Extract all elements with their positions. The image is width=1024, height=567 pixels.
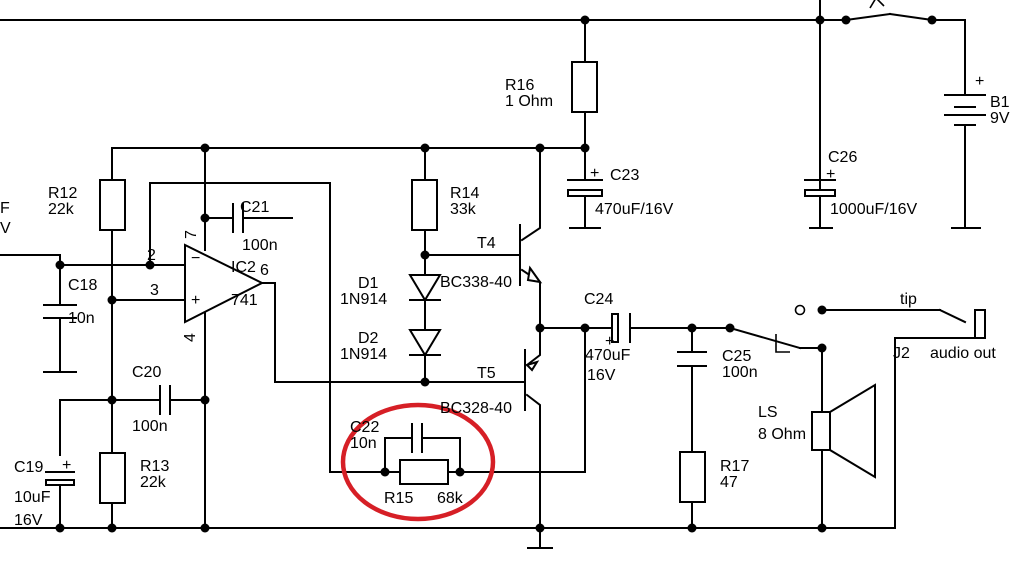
c24-capacitor: [611, 313, 631, 343]
r14-value: 33k: [450, 201, 477, 218]
r15-value: 68k: [437, 490, 464, 507]
c18-capacitor: [43, 304, 77, 319]
c23-name: C23: [610, 167, 639, 184]
c22-value: 10n: [350, 435, 377, 452]
r16-resistor: [571, 61, 598, 113]
t4-name: T4: [477, 235, 496, 252]
t4-type: BC338-40: [440, 274, 512, 291]
ic2-opamp: [184, 243, 265, 324]
d1-diode: [408, 274, 442, 302]
ic2-type: 741: [231, 292, 258, 309]
t5-emitter-arrow: [525, 360, 540, 372]
b1-plus: +: [975, 73, 984, 90]
t5-name: T5: [477, 365, 496, 382]
d2-type: 1N914: [340, 346, 387, 363]
c24-plus: +: [605, 333, 614, 350]
r15-resistor: [399, 459, 449, 485]
pin-6: 6: [260, 262, 269, 279]
jack-tip-label: tip: [900, 291, 917, 308]
highlight-circle: [340, 402, 496, 522]
c18-name: C18: [68, 277, 97, 294]
r17-name: R17: [720, 458, 749, 475]
d1-type: 1N914: [340, 291, 387, 308]
c24-value: 470uF: [585, 347, 631, 364]
t5-type: BC328-40: [440, 400, 512, 417]
c22-name: C22: [350, 419, 379, 436]
r12-name: R12: [48, 185, 77, 202]
ic2-name: IC2: [231, 259, 256, 276]
pin-3: 3: [150, 282, 159, 299]
c25-value: 100n: [722, 364, 758, 381]
ls-name: LS: [758, 404, 778, 421]
r16-name: R16: [505, 77, 534, 94]
c26-capacitor: [804, 179, 836, 197]
cut-label-2: V: [0, 220, 11, 237]
c22-capacitor: [411, 423, 423, 453]
components: [43, 0, 986, 549]
c25-name: C25: [722, 348, 751, 365]
c20-name: C20: [132, 364, 161, 381]
b1-name: B1: [990, 94, 1010, 111]
r17-value: 47: [720, 474, 738, 491]
c21-value: 100n: [242, 237, 278, 254]
c26-plus: +: [826, 166, 835, 183]
c19-plus: +: [62, 457, 71, 474]
c18-value: 10n: [68, 310, 95, 327]
opamp-plus: +: [191, 292, 200, 309]
audio-out-label: audio out: [930, 345, 996, 362]
r12-resistor: [99, 179, 126, 231]
c26-value: 1000uF/16V: [830, 201, 918, 218]
pin-4: 4: [182, 333, 199, 342]
c26-name: C26: [828, 149, 857, 166]
d2-name: D2: [358, 330, 379, 347]
j2-name: J2: [893, 345, 910, 362]
d2-diode: [408, 329, 442, 357]
r13-name: R13: [140, 458, 169, 475]
pin-7: 7: [183, 230, 200, 239]
r15-name: R15: [384, 490, 413, 507]
r17-resistor: [679, 451, 706, 503]
power-switch: [844, 0, 934, 22]
c25-capacitor: [677, 351, 707, 367]
junctions: [55, 15, 937, 533]
ls-speaker: [811, 383, 876, 479]
c21-name: C21: [240, 199, 269, 216]
c24-name: C24: [584, 291, 613, 308]
b1-battery: [944, 94, 986, 126]
pin-2: 2: [147, 247, 156, 264]
c23-plus: +: [590, 165, 599, 182]
c21-capacitor: [232, 203, 244, 233]
ls-value: 8 Ohm: [758, 426, 806, 443]
r13-value: 22k: [140, 474, 167, 491]
opamp-minus: −: [191, 250, 200, 267]
c19-value: 10uF: [14, 489, 51, 506]
c23-capacitor: [567, 179, 603, 197]
r16-value: 1 Ohm: [505, 93, 553, 110]
c19-capacitor: [45, 471, 75, 486]
labels: F V R16 1 Ohm + C23 470uF/16V C26 + 1000…: [0, 73, 1010, 529]
c19-name: C19: [14, 459, 43, 476]
c19-voltage: 16V: [14, 512, 43, 529]
c23-value: 470uF/16V: [595, 201, 674, 218]
output-switch: [728, 326, 802, 353]
c20-value: 100n: [132, 418, 168, 435]
cut-label-1: F: [0, 200, 10, 217]
b1-value: 9V: [990, 110, 1010, 127]
r12-value: 22k: [48, 201, 75, 218]
c20-capacitor: [159, 385, 171, 415]
r14-resistor: [411, 179, 438, 231]
c24-voltage: 16V: [587, 367, 616, 384]
t4-emitter-arrow: [526, 265, 543, 284]
r13-resistor: [99, 452, 126, 504]
d1-name: D1: [358, 275, 379, 292]
r14-name: R14: [450, 185, 479, 202]
